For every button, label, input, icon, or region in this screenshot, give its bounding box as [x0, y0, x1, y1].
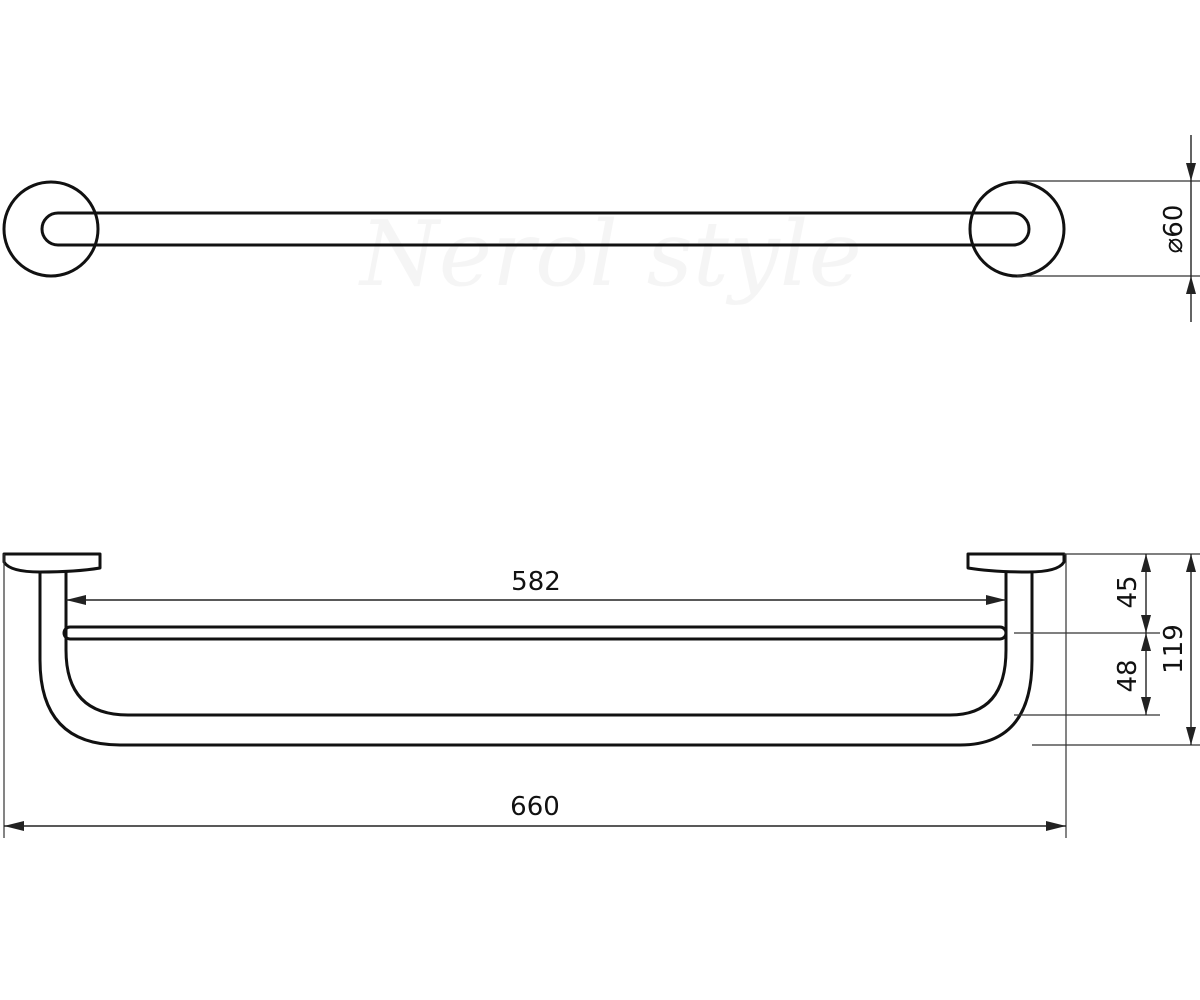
dim-dia-arrow-top	[1186, 163, 1196, 181]
dim-48-arrow-bottom	[1141, 697, 1151, 715]
right-flange	[966, 552, 1066, 574]
dim-582-arrow-left	[66, 595, 86, 605]
dim-48-arrow-top	[1141, 633, 1151, 651]
front-view: 582 660 45 48 119	[2, 552, 1200, 838]
top-bar	[40, 211, 1031, 247]
diameter-symbol: ⌀	[1159, 238, 1189, 254]
dim-dia-value: ⌀60	[1159, 205, 1189, 254]
dim-45-arrow-top	[1141, 554, 1151, 572]
inner-tube	[64, 570, 1008, 717]
dim-660-arrow-right	[1046, 821, 1066, 831]
upper-bar	[62, 625, 1008, 641]
dim-582-arrow-right	[986, 595, 1006, 605]
dim-660-arrow-left	[4, 821, 24, 831]
dim-119-value: 119	[1159, 624, 1189, 674]
dim-119-arrow-bottom	[1186, 727, 1196, 745]
top-view: Nerol style ⌀60	[2, 135, 1200, 322]
dim-119-arrow-top	[1186, 554, 1196, 572]
watermark: Nerol style	[358, 202, 862, 307]
dim-45-value: 45	[1113, 575, 1143, 608]
dim-660-value: 660	[510, 792, 560, 822]
dim-dia-number: 60	[1159, 205, 1189, 238]
dim-48-value: 48	[1113, 659, 1143, 692]
dim-dia-arrow-bottom	[1186, 276, 1196, 294]
dim-45-arrow-bottom	[1141, 615, 1151, 633]
right-rosette	[968, 180, 1066, 278]
left-rosette	[2, 180, 100, 278]
dim-582-value: 582	[511, 567, 561, 597]
outer-tube	[38, 570, 1034, 747]
left-flange	[2, 552, 102, 574]
